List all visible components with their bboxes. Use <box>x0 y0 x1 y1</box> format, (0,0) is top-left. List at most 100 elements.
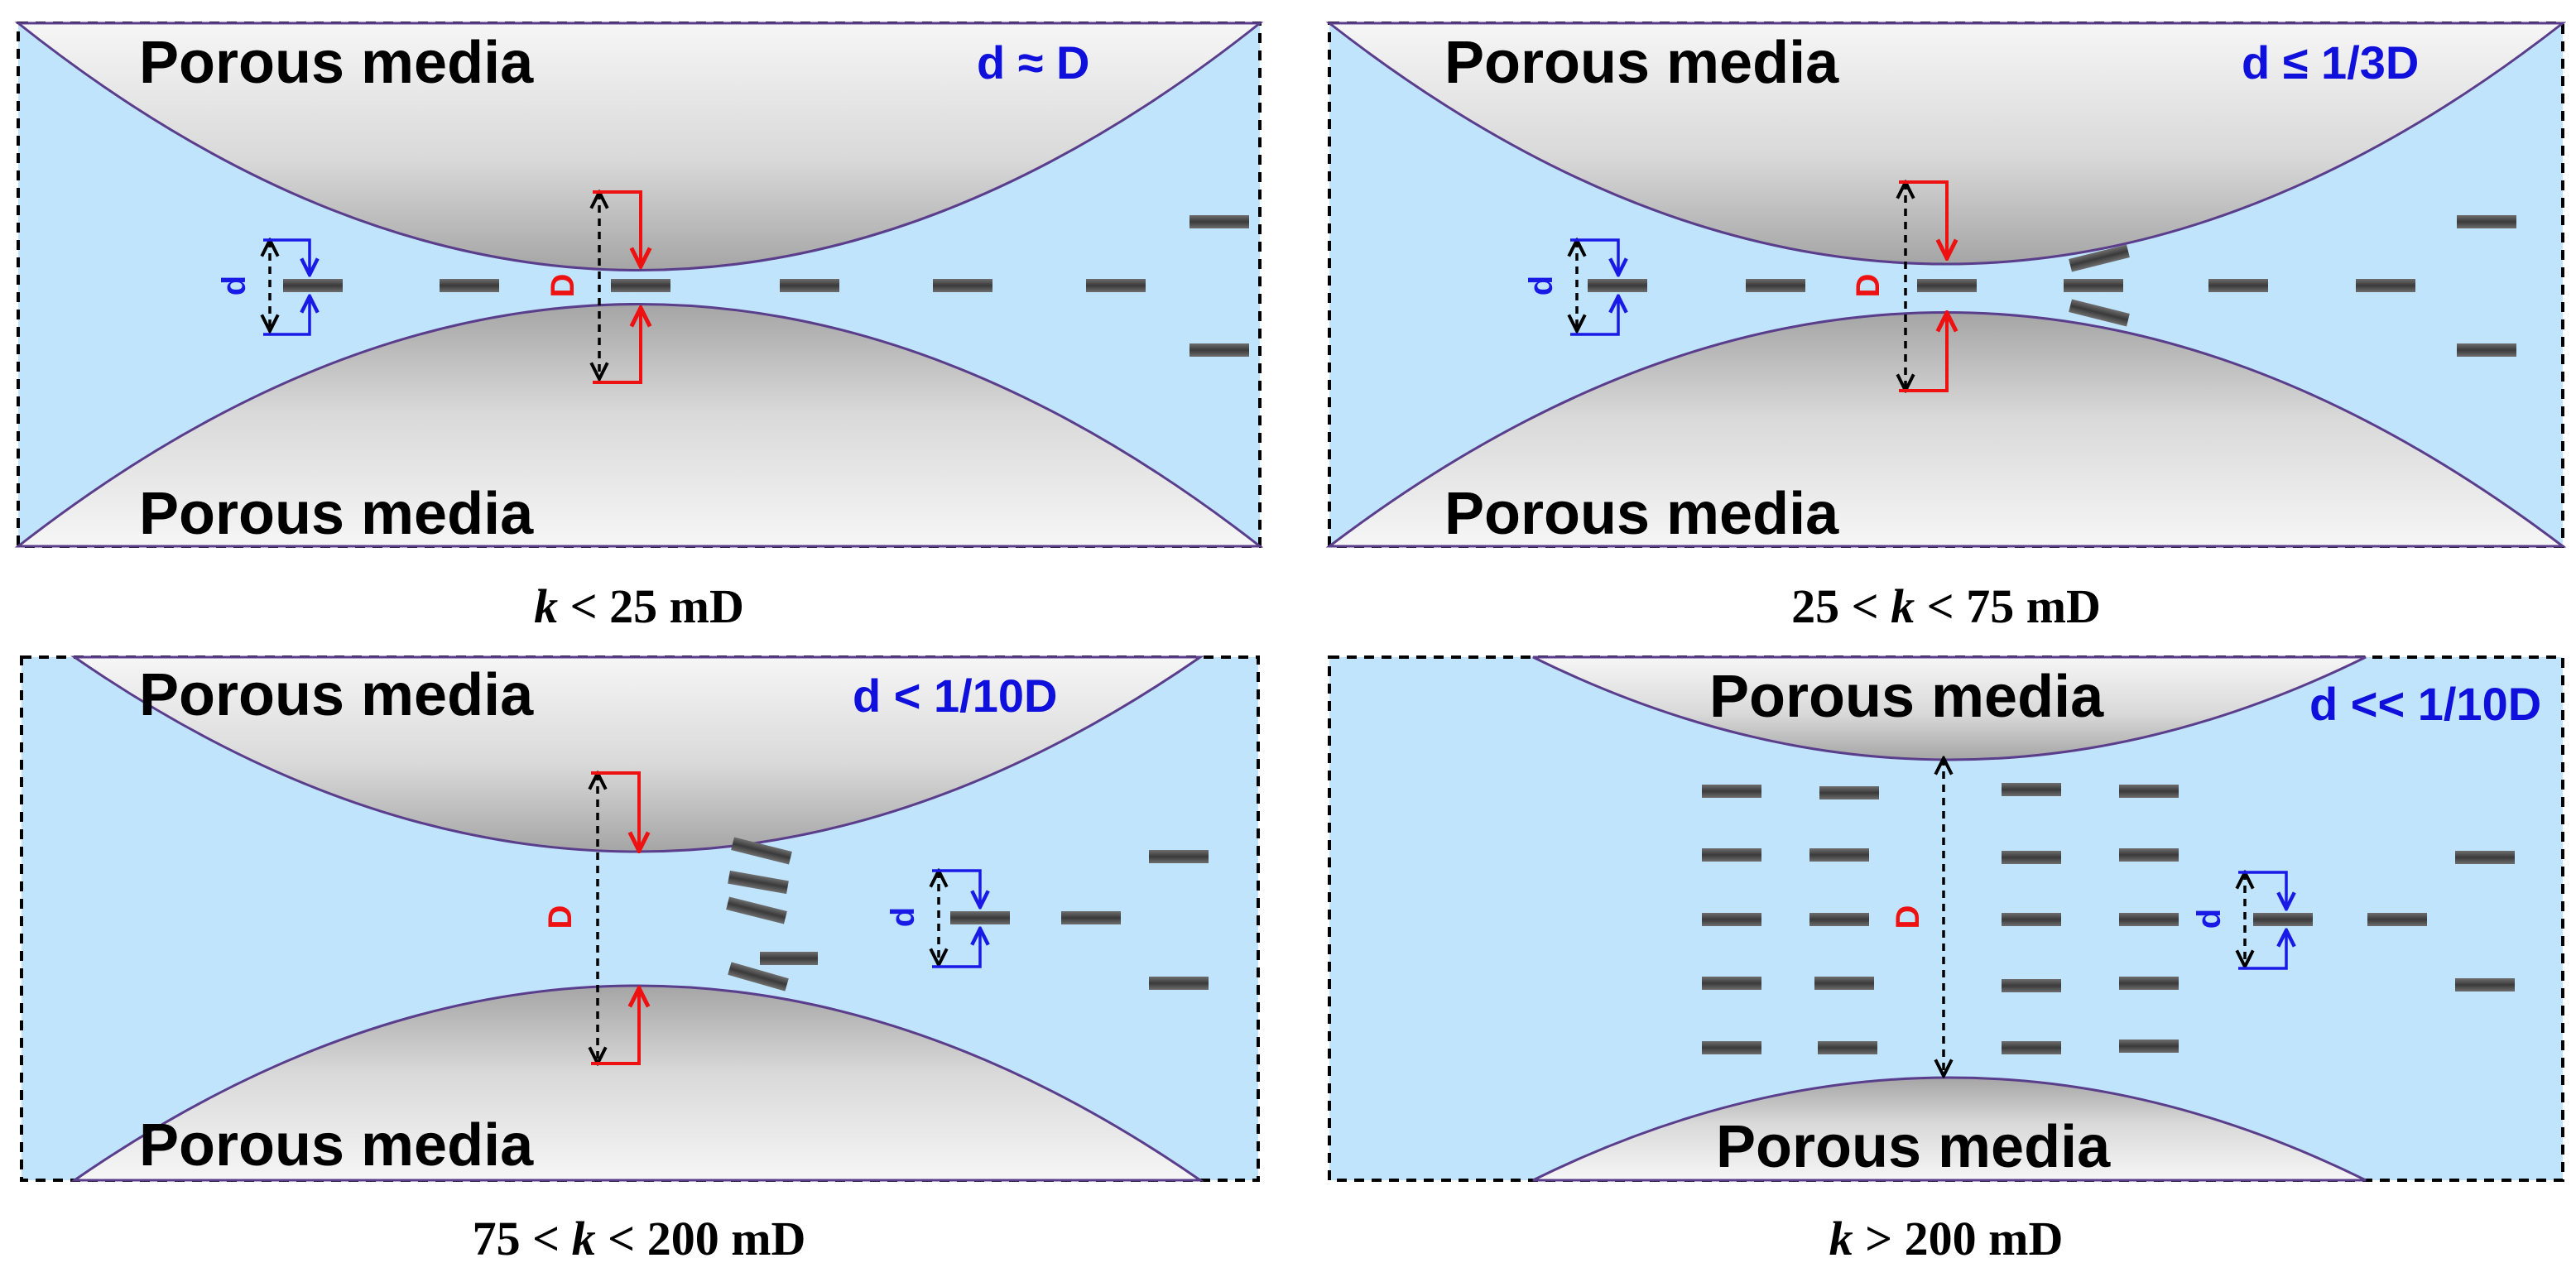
panel-c-top-label: Porous media <box>139 662 534 728</box>
panel-d-particle <box>2119 785 2179 798</box>
panel-a-particle <box>283 279 343 292</box>
panel-d-particle <box>1809 913 1869 926</box>
panel-d-particle <box>1702 785 1761 798</box>
panel-d-bottom-label: Porous media <box>1716 1114 2111 1180</box>
panel-d-particle <box>2455 851 2515 864</box>
panel-a-caption: k < 25 mD <box>534 579 744 633</box>
panel-c-ratio: d < 1/10D <box>853 670 1057 722</box>
panel-a-particle <box>440 279 499 292</box>
panel-c-particle <box>1149 850 1209 863</box>
panel-b-pore-letter: D <box>1850 274 1886 298</box>
panel-c-pore-top-bracket <box>591 771 639 851</box>
panel-d-particle <box>2253 913 2313 926</box>
panel-c-bottom-label: Porous media <box>139 1112 534 1179</box>
panel-a-ratio: d ≈ D <box>977 36 1090 89</box>
panel-b-particle <box>1588 279 1647 292</box>
panel-d: Porous media Porous media d << 1/10D <box>1328 655 2564 1265</box>
panel-c-pore-letter: D <box>542 905 579 929</box>
panel-b-particle <box>2457 215 2516 228</box>
panel-b-particle <box>2208 279 2268 292</box>
panel-c-particle <box>1061 911 1121 924</box>
panel-d-particle <box>2002 979 2061 992</box>
panel-d-particle <box>1809 848 1869 862</box>
panel-d-particle <box>1814 977 1874 990</box>
panel-d-bottom-grain <box>1532 1076 2367 1182</box>
panel-d-particle <box>2119 1040 2179 1053</box>
panel-d-particle <box>1702 913 1761 926</box>
panel-c-particle <box>728 870 789 895</box>
panel-b: Porous media Porous media d ≤ 1/3D D d 2… <box>1325 22 2567 633</box>
panel-c-bottom-grain <box>70 984 1204 1182</box>
panel-d-particle <box>1702 1041 1761 1054</box>
panel-b-particle <box>1917 279 1977 292</box>
panel-c-particle <box>950 911 1010 924</box>
panel-d-particle <box>1819 786 1879 799</box>
panel-d-particle-bottom-bracket <box>2238 930 2286 970</box>
panel-c-particle <box>731 837 792 865</box>
panel-c-particle <box>726 896 787 924</box>
panel-a-pore-letter: D <box>545 274 581 298</box>
panel-b-ratio: d ≤ 1/3D <box>2242 36 2419 89</box>
panel-d-particle <box>1702 848 1761 862</box>
panel-b-pore-bottom-bracket <box>1899 313 1947 392</box>
panel-c-caption: 75 < k < 200 mD <box>473 1212 806 1265</box>
panel-b-particle <box>2069 299 2130 327</box>
panel-a-bottom-grain <box>14 303 1264 548</box>
panel-b-particle-top-bracket <box>1570 238 1618 275</box>
panel-d-particle <box>2002 1041 2061 1054</box>
panel-d-particle <box>2119 848 2179 862</box>
panel-d-particle <box>2002 851 2061 864</box>
panel-d-particle <box>2367 913 2427 926</box>
panel-b-particle-letter: d <box>1523 276 1560 295</box>
panel-b-top-label: Porous media <box>1444 30 1839 96</box>
panel-c-particle <box>728 962 789 992</box>
panel-a-particle <box>1189 215 1249 228</box>
panel-c-particle <box>760 952 818 965</box>
panel-a-particle-top-bracket <box>263 238 310 275</box>
panel-d-particle <box>2002 783 2061 796</box>
panel-c-particle-letter: d <box>885 907 921 927</box>
panel-b-top-grain <box>1325 22 2567 266</box>
panel-d-particle <box>1818 1041 1877 1054</box>
panel-d-top-label: Porous media <box>1709 664 2104 730</box>
panel-a-bottom-label: Porous media <box>139 481 534 547</box>
panel-b-particle <box>1746 279 1805 292</box>
panel-a-particle <box>780 279 839 292</box>
panel-d-particle-field <box>1702 783 2179 1054</box>
panel-d-particle <box>2455 978 2515 992</box>
panel-a-particle-letter: d <box>216 276 252 295</box>
panel-d-particle-top-bracket <box>2238 871 2286 909</box>
panel-d-particle-letter: d <box>2191 909 2228 929</box>
panel-a-particle-bottom-bracket <box>263 296 310 336</box>
panel-a-pore-top-bracket <box>593 190 641 266</box>
panel-c-particle-top-bracket <box>932 869 980 907</box>
panel-d-particle <box>2119 977 2179 990</box>
panel-d-pore-letter: D <box>1890 905 1926 929</box>
panel-c-pore-bottom-bracket <box>591 988 639 1065</box>
panel-a: Porous media Porous media d ≈ D D d k < … <box>14 22 1264 633</box>
panel-b-particle <box>2356 279 2415 292</box>
panel-b-caption: 25 < k < 75 mD <box>1791 579 2101 633</box>
panel-b-particle-bottom-bracket <box>1570 296 1618 336</box>
panel-d-particle <box>2119 913 2179 926</box>
panel-c: Porous media Porous media d < 1/10D D d … <box>20 655 1260 1265</box>
panel-a-particle <box>933 279 992 292</box>
panel-a-particle <box>611 279 670 292</box>
panel-a-top-label: Porous media <box>139 30 534 96</box>
panel-b-bottom-label: Porous media <box>1444 481 1839 547</box>
panel-b-particle <box>2064 279 2123 292</box>
panel-d-ratio: d << 1/10D <box>2309 678 2541 730</box>
panel-b-particle <box>2069 244 2130 272</box>
panel-a-top-grain <box>14 22 1264 271</box>
panel-a-particle <box>1086 279 1146 292</box>
panel-a-pore-bottom-bracket <box>593 308 641 384</box>
panel-b-pore-top-bracket <box>1899 180 1947 258</box>
panel-a-particle <box>1189 343 1249 357</box>
panel-d-particle <box>2002 913 2061 926</box>
panel-c-particle <box>1149 977 1209 990</box>
panel-c-top-grain <box>70 655 1204 853</box>
panel-d-caption: k > 200 mD <box>1829 1212 2064 1265</box>
panel-b-bottom-grain <box>1325 311 2567 548</box>
panel-d-top-grain <box>1532 655 2367 761</box>
